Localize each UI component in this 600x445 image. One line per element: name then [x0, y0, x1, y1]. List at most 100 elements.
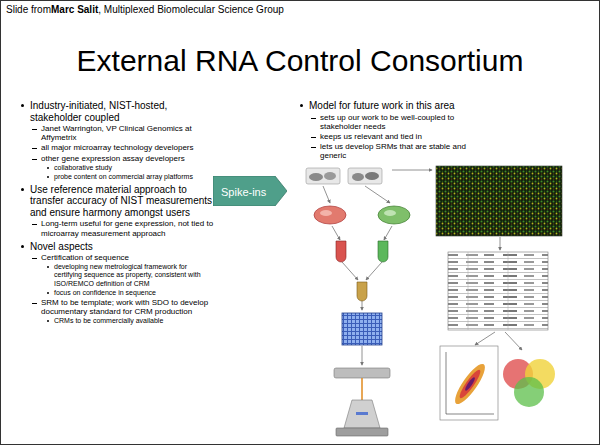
bullet-text: keeps us relevant and tied in [320, 132, 479, 141]
bullet-item: other gene expression assay developers [20, 154, 214, 163]
bullet-marker [32, 253, 41, 262]
bullet-text: focus on confidence in sequence [54, 289, 214, 297]
flow-arrows [342, 262, 358, 280]
cell-samples [314, 206, 410, 224]
bullet-marker [300, 104, 303, 107]
bullet-item: Certification of sequence [20, 253, 214, 262]
bullet-marker [32, 159, 37, 160]
bullet-marker [47, 167, 49, 169]
microarray-image [436, 166, 562, 236]
bullet-marker [32, 124, 41, 133]
flow-arrows [323, 186, 330, 203]
bullet-item: developing new metrological framework fo… [20, 263, 214, 287]
bullet-text: Long-term useful for gene expression, no… [41, 219, 214, 237]
bullet-marker [21, 245, 24, 248]
bullet-marker [32, 129, 37, 130]
scanner [334, 368, 390, 436]
spike-in-arrow: Spike-ins [213, 176, 287, 206]
bullet-item: Janet Warrington, VP Clinical Genomics a… [20, 124, 214, 142]
bullet-marker [20, 241, 30, 252]
bullet-marker [32, 224, 37, 225]
bullet-marker [311, 132, 320, 141]
flow-arrows [332, 226, 340, 240]
bullet-marker [47, 263, 54, 271]
bullet-marker [47, 173, 54, 181]
scanner [344, 400, 380, 428]
bullet-marker [47, 317, 54, 325]
bullet-item: lets us develop SRMs that are stable and… [299, 142, 479, 160]
bullet-marker [311, 137, 316, 138]
bullet-marker [21, 188, 24, 191]
bullet-item: keeps us relevant and tied in [299, 132, 479, 141]
credit-text: Marc Salit [51, 4, 98, 15]
scatter-plot [440, 346, 498, 420]
data-table [448, 252, 548, 330]
bullet-item: focus on confidence in sequence [20, 289, 214, 297]
flow-arrows [505, 332, 522, 350]
data-table [468, 252, 469, 330]
bullet-text: CRMs to be commercially available [54, 317, 214, 325]
scatter-plot [446, 352, 447, 414]
bullet-text: developing new metrological framework fo… [54, 263, 214, 287]
bullet-text: Novel aspects [30, 241, 214, 253]
microarray-image [436, 166, 562, 236]
sample-tubes [357, 282, 367, 301]
bullet-column: Industry-initiated, NIST-hosted, stakeho… [20, 97, 214, 325]
scatter-plot [451, 360, 490, 407]
node-text-holder: Spike-ins [213, 176, 287, 206]
bullet-marker [47, 289, 54, 297]
venn-diagram [514, 377, 544, 407]
flow-arrows [362, 346, 363, 365]
bullet-marker [32, 148, 37, 149]
title-text: External RNA Control Consortium [77, 44, 524, 77]
bullet-text: sets up our work to be well-coupled to s… [320, 113, 479, 131]
sample-sources [306, 168, 382, 184]
bullet-item: probe content on commercial array platfo… [20, 173, 214, 181]
bullet-item: Use reference material approach to trans… [20, 184, 214, 219]
bullet-text: other gene expression assay developers [41, 154, 214, 163]
bullet-item: CRMs to be commercially available [20, 317, 214, 325]
bullet-text: SRM to be template; work with SDO to dev… [41, 298, 214, 316]
bullet-marker [47, 176, 49, 178]
sample-tubes [336, 241, 388, 301]
bullet-item: SRM to be template; work with SDO to dev… [20, 298, 214, 316]
bullet-marker [47, 292, 49, 294]
bullet-item: Model for future work in this area [299, 100, 479, 112]
bullet-text: collaborative study [54, 164, 214, 172]
bullet-item: Novel aspects [20, 241, 214, 253]
bullet-item: all major microarray technology develope… [20, 143, 214, 152]
sample-tubes [378, 241, 388, 262]
bullet-item: sets up our work to be well-coupled to s… [299, 113, 479, 131]
scanner [356, 412, 368, 415]
credit-text: Slide from [6, 4, 51, 15]
flow-arrows [366, 262, 382, 280]
hybridization-array [342, 313, 382, 345]
bullet-marker [32, 258, 37, 259]
bullet-item: collaborative study [20, 164, 214, 172]
bullet-marker [47, 320, 49, 322]
data-table [508, 252, 509, 330]
sample-sources [348, 168, 382, 184]
cell-samples [378, 206, 410, 224]
bullet-text: Use reference material approach to trans… [30, 184, 214, 219]
bullet-marker [311, 113, 320, 122]
bullet-marker [311, 147, 316, 148]
bullet-text: Certification of sequence [41, 253, 214, 262]
bullet-marker [311, 142, 320, 151]
bullet-marker [311, 118, 316, 119]
hybridization-array [342, 313, 382, 345]
cell-samples [384, 210, 396, 216]
bullet-text: all major microarray technology develope… [41, 143, 214, 152]
bullet-marker [20, 184, 30, 195]
bullet-marker [20, 100, 30, 111]
arrow-shape [213, 176, 287, 206]
flow-arrows [384, 226, 392, 240]
bullet-text: Industry-initiated, NIST-hosted, stakeho… [30, 100, 214, 123]
sample-sources [365, 172, 379, 180]
scatter-plot [457, 368, 483, 400]
bullet-marker [21, 104, 24, 107]
bullet-marker [32, 298, 41, 307]
bullet-text: lets us develop SRMs that are stable and… [320, 142, 479, 160]
